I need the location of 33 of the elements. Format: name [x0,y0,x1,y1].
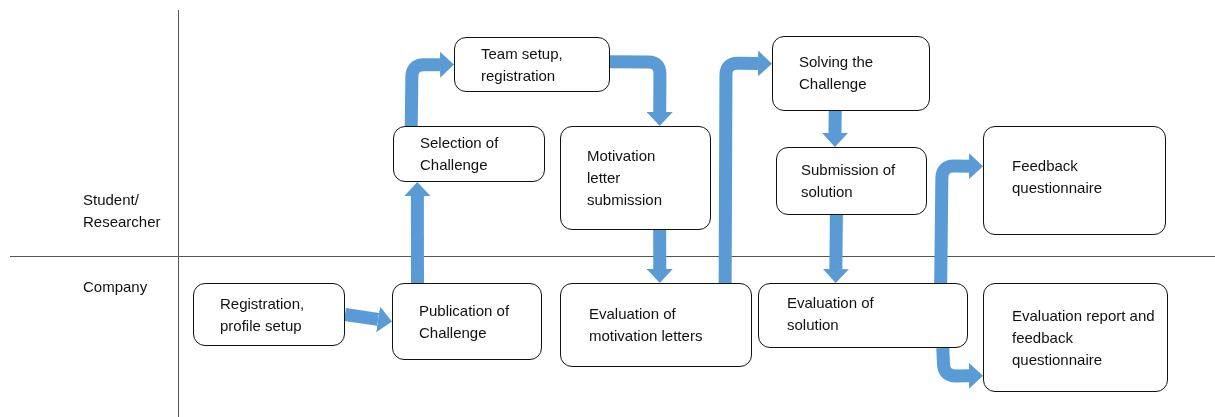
process-box [772,36,930,111]
box-text: Evaluation of motivation letters [589,304,704,346]
process-box [560,126,711,230]
box-text: Registration, profile setup [220,293,306,336]
process-box [776,147,927,215]
box-text: Feedback questionnaire [1012,156,1104,198]
block-arrow [404,182,431,284]
block-arrow [718,50,772,284]
box-text: Publication of Challenge [419,300,511,343]
process-box [454,37,610,92]
process-box [393,126,545,182]
lane-label: Student/ Researcher [83,190,162,232]
box-text: Team setup, registration [481,43,564,86]
box-text: Evaluation report and feedback questionnaire [1012,305,1156,370]
lane-label: Company [83,277,149,297]
block-arrow [934,153,983,284]
process-box [758,283,968,348]
block-arrow [404,51,454,127]
box-text: Solving the Challenge [799,52,875,94]
block-arrow [936,347,983,389]
process-box [193,283,345,346]
block-arrow [646,229,673,283]
process-box [983,283,1168,392]
block-arrow [822,110,848,147]
block-arrow [822,214,849,283]
box-text: Evaluation of solution [787,293,875,335]
process-box [983,126,1166,235]
process-box [560,283,752,367]
process-box [392,283,542,360]
block-arrow [344,306,392,333]
box-text: Motivation letter submission [587,146,664,210]
box-text: Submission of solution [801,160,896,202]
box-text: Selection of Challenge [420,133,500,175]
